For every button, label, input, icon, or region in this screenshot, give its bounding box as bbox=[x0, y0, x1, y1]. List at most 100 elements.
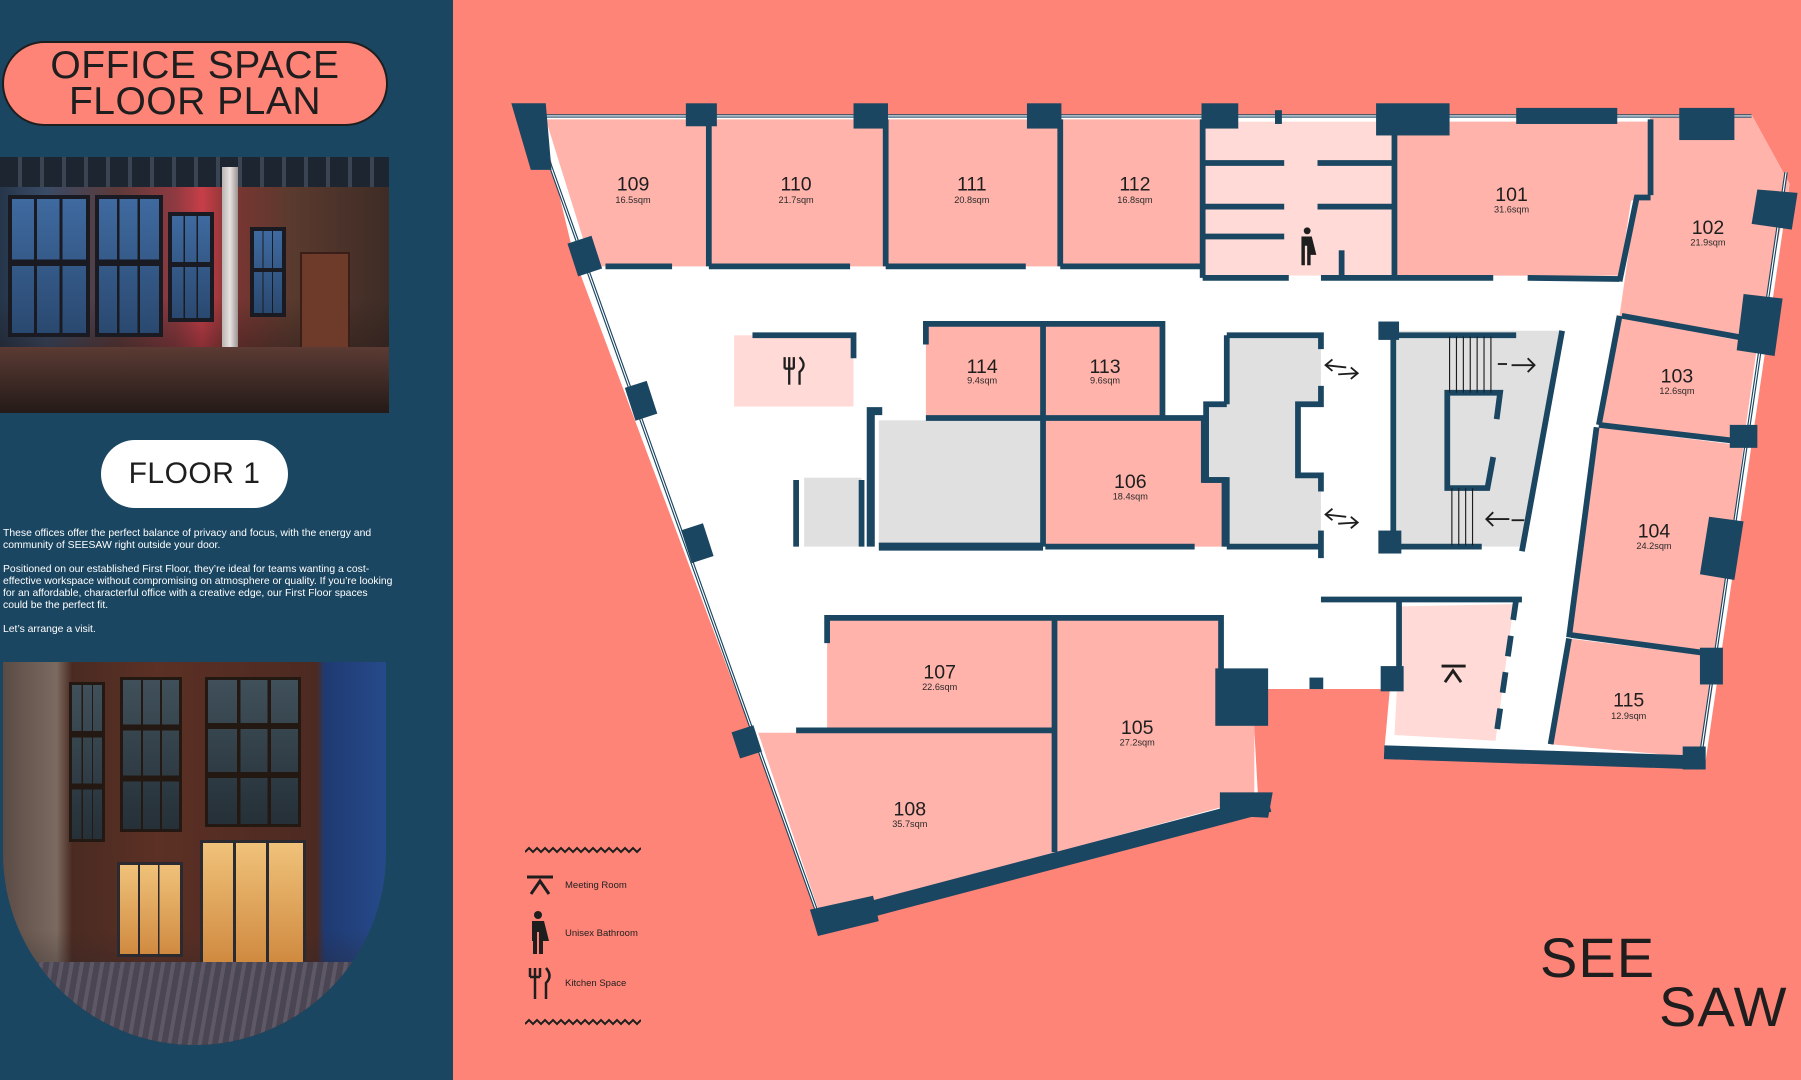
legend-item-unisex-bathroom: Unisex Bathroom bbox=[525, 911, 638, 954]
room-labels: 109 16.5sqm 110 21.7sqm 111 20.8sqm 112 … bbox=[615, 174, 1725, 829]
photo-floor bbox=[0, 347, 389, 413]
legend-label: Unisex Bathroom bbox=[565, 927, 638, 939]
room-110-number: 110 bbox=[781, 174, 812, 196]
room-113-area: 9.6sqm bbox=[1090, 376, 1120, 386]
wave-divider-icon bbox=[525, 846, 641, 854]
lift-arrow-icon bbox=[1324, 358, 1360, 380]
room-112-area: 16.8sqm bbox=[1117, 195, 1153, 205]
room-113-number: 113 bbox=[1089, 356, 1120, 378]
room-104-number: 104 bbox=[1638, 520, 1671, 542]
room-113[interactable] bbox=[1045, 323, 1163, 419]
room-104[interactable] bbox=[1571, 427, 1744, 655]
room-107[interactable] bbox=[827, 617, 1055, 731]
room-104-area: 24.2sqm bbox=[1636, 541, 1672, 551]
room-101[interactable] bbox=[1394, 121, 1649, 276]
room-105-number: 105 bbox=[1121, 717, 1154, 739]
unisex-bathroom-icon bbox=[525, 911, 555, 954]
sidebar: OFFICE SPACE FLOOR PLAN FLOOR 1 These of… bbox=[0, 0, 453, 1080]
room-105[interactable] bbox=[1056, 617, 1255, 853]
room-102-number: 102 bbox=[1692, 217, 1725, 239]
walls bbox=[532, 114, 1788, 930]
unisex-bathroom-icon bbox=[1301, 227, 1317, 266]
room-111-number: 111 bbox=[957, 174, 987, 196]
legend-item-kitchen-space: Kitchen Space bbox=[525, 963, 626, 1003]
room-103[interactable] bbox=[1598, 315, 1758, 443]
photo-shopfront bbox=[200, 840, 306, 965]
stair-core bbox=[1393, 330, 1563, 547]
photo-door bbox=[300, 252, 350, 356]
room-110-area: 21.7sqm bbox=[779, 195, 815, 205]
description-paragraph-1: These offices offer the perfect balance … bbox=[3, 528, 372, 551]
photo-window bbox=[205, 677, 301, 827]
brand-line-2: SAW bbox=[1659, 975, 1788, 1038]
room-106[interactable] bbox=[1045, 420, 1225, 547]
floor-label: FLOOR 1 bbox=[101, 440, 288, 508]
room-109[interactable] bbox=[545, 119, 707, 267]
stair-treads bbox=[1449, 336, 1492, 546]
room-109-number: 109 bbox=[617, 174, 650, 196]
room-102[interactable] bbox=[1619, 114, 1790, 345]
photo-window bbox=[95, 195, 163, 337]
photo-window bbox=[69, 682, 105, 842]
brand-logo: SEE SAW bbox=[1538, 930, 1801, 1040]
photo-shopfront bbox=[117, 862, 183, 957]
amenity-rooms bbox=[734, 121, 1514, 741]
photo-window bbox=[120, 677, 182, 832]
title-line-1: OFFICE SPACE bbox=[50, 43, 340, 87]
page-title: OFFICE SPACE FLOOR PLAN bbox=[2, 41, 388, 126]
brand-line-1: SEE bbox=[1540, 926, 1656, 989]
room-102-area: 21.9sqm bbox=[1690, 238, 1726, 248]
photo-window bbox=[250, 227, 286, 317]
room-101-area: 31.6sqm bbox=[1494, 204, 1530, 214]
room-114-number: 114 bbox=[967, 356, 998, 378]
kitchen-area[interactable] bbox=[734, 335, 854, 407]
small-store bbox=[804, 477, 862, 547]
room-107-number: 107 bbox=[923, 662, 956, 684]
meeting-room-icon bbox=[1441, 664, 1466, 683]
floor-plan: 109 16.5sqm 110 21.7sqm 111 20.8sqm 112 … bbox=[511, 103, 1798, 936]
room-111-area: 20.8sqm bbox=[954, 195, 990, 205]
room-115[interactable] bbox=[1550, 638, 1718, 758]
legend-label: Meeting Room bbox=[565, 879, 627, 891]
legend-label: Kitchen Space bbox=[565, 977, 627, 989]
room-115-area: 12.9sqm bbox=[1611, 711, 1647, 721]
room-111[interactable] bbox=[885, 119, 1058, 267]
title-line-2: FLOOR PLAN bbox=[68, 79, 322, 123]
room-106-number: 106 bbox=[1114, 471, 1147, 493]
wave-divider-icon bbox=[525, 1018, 641, 1026]
room-101-number: 101 bbox=[1495, 184, 1528, 206]
room-110[interactable] bbox=[708, 119, 884, 267]
circulation-arrows bbox=[1324, 357, 1536, 529]
meeting-room-icon bbox=[525, 865, 555, 905]
stair-down-arrow-icon bbox=[1485, 511, 1525, 527]
room-112[interactable] bbox=[1060, 119, 1203, 267]
room-112-number: 112 bbox=[1119, 174, 1150, 196]
building-exterior-photo bbox=[3, 662, 386, 1045]
description: These offices offer the perfect balance … bbox=[3, 528, 393, 648]
columns bbox=[511, 103, 1798, 936]
bathroom-block[interactable] bbox=[1204, 121, 1393, 276]
core-areas bbox=[804, 330, 1563, 547]
description-paragraph-3: Let’s arrange a visit. bbox=[3, 624, 96, 635]
room-108-number: 108 bbox=[894, 798, 927, 820]
kitchen-icon bbox=[783, 356, 805, 385]
room-107-area: 22.6sqm bbox=[922, 682, 958, 692]
room-115-number: 115 bbox=[1613, 689, 1644, 711]
room-114-area: 9.4sqm bbox=[967, 376, 997, 386]
kitchen-icon bbox=[525, 963, 555, 1003]
description-paragraph-2: Positioned on our established First Floo… bbox=[3, 564, 393, 611]
legend-item-meeting-room: Meeting Room bbox=[525, 865, 627, 905]
photo-window bbox=[8, 195, 90, 337]
room-106-area: 18.4sqm bbox=[1113, 492, 1149, 502]
room-114[interactable] bbox=[925, 323, 1044, 419]
room-109-area: 16.5sqm bbox=[615, 195, 651, 205]
legend: Meeting Room Unisex Bathroom Kitchen Spa… bbox=[525, 845, 645, 1030]
service-room bbox=[878, 420, 1044, 545]
room-103-area: 12.6sqm bbox=[1659, 386, 1695, 396]
room-105-area: 27.2sqm bbox=[1120, 737, 1156, 747]
stair-up-arrow-icon bbox=[1497, 357, 1536, 373]
photo-cobbles bbox=[3, 962, 386, 1045]
room-108-area: 35.7sqm bbox=[892, 819, 928, 829]
interior-photo bbox=[0, 157, 389, 413]
office-rooms bbox=[545, 114, 1790, 919]
